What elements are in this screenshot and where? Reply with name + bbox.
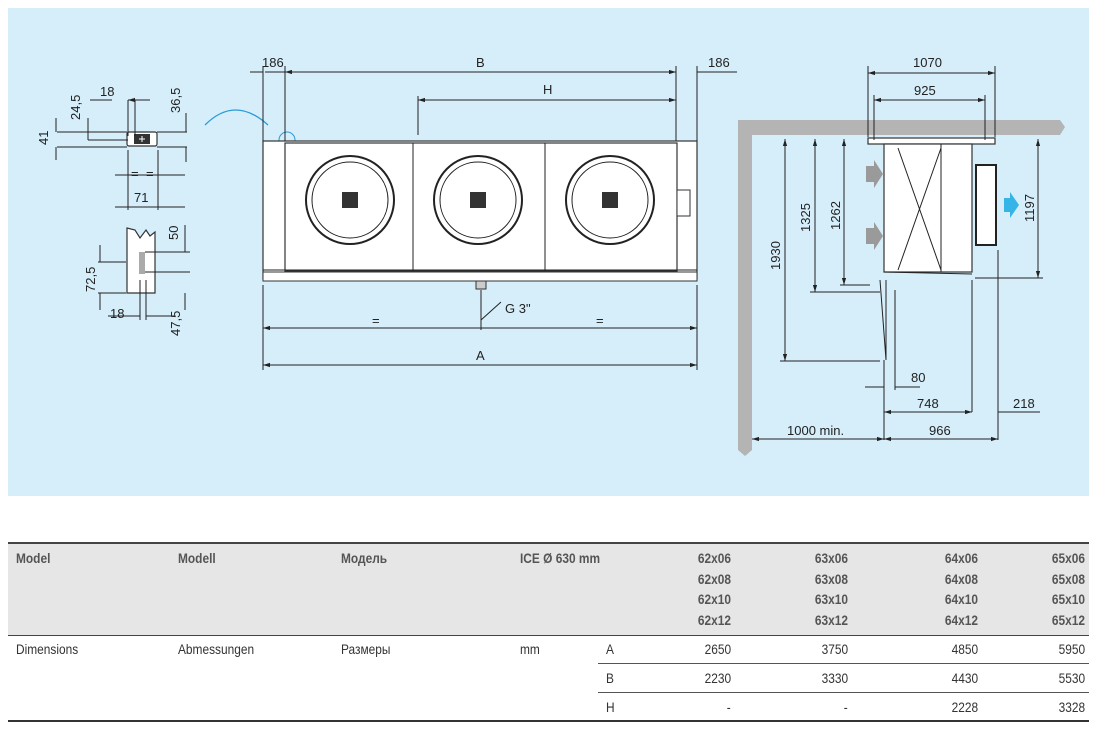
svg-text:71: 71 [134,190,148,205]
svg-text:1000 min.: 1000 min. [787,423,844,438]
airflow-in-arrow [866,160,883,188]
header-model-ru: Модель [341,550,388,566]
svg-text:1070: 1070 [913,55,942,70]
svg-text:=: = [596,313,604,328]
dimension-value: 2650 [704,641,731,657]
svg-text:1262: 1262 [828,201,843,230]
model-code: 63x08 [814,570,848,587]
dimension-value: 4850 [951,641,978,657]
svg-text:925: 925 [914,83,936,98]
svg-text:1325: 1325 [798,203,813,232]
svg-text:A: A [476,348,485,363]
svg-text:748: 748 [917,396,939,411]
svg-text:1930: 1930 [768,241,783,270]
front-dimensions: 186 B 186 H G 3" = = A [250,55,737,370]
svg-text:218: 218 [1013,396,1035,411]
dimension-key: A [606,641,614,657]
model-code: 65x06 [1051,550,1085,566]
svg-text:47,5: 47,5 [168,311,183,336]
dimension-value: 4430 [951,670,978,686]
svg-text:18: 18 [110,306,124,321]
airflow-out-arrow [1004,192,1019,218]
technical-drawing: 18 24,5 36,5 41 = = 71 50 72,5 18 47,5 18… [36,55,1065,456]
model-code: 63x12 [814,611,848,628]
row-label-de: Abmessungen [178,641,255,657]
row-unit: mm [520,641,540,657]
dimension-value: 5950 [1058,641,1085,657]
dimension-key: H [606,699,615,715]
model-code: 62x12 [697,611,731,628]
model-code: 62x06 [697,550,731,566]
svg-text:H: H [543,82,552,97]
airflow-in-arrow [866,222,883,250]
dimension-key: B [606,670,614,686]
svg-text:24,5: 24,5 [68,95,83,120]
svg-text:B: B [476,55,485,70]
svg-text:186: 186 [262,55,284,70]
dimension-value: 3330 [821,670,848,686]
header-model-de: Modell [178,550,216,566]
model-code: 63x06 [814,550,848,566]
model-code: 62x10 [697,591,731,607]
dimension-value: 3750 [821,641,848,657]
dimension-value: 3328 [1058,699,1085,715]
svg-text:41: 41 [36,131,51,145]
svg-text:G 3": G 3" [505,301,531,316]
model-code: 65x12 [1051,611,1085,628]
row-label-ru: Размеры [341,641,391,657]
model-code: 63x10 [814,591,848,607]
model-code: 64x06 [944,550,978,566]
dimension-value: 5530 [1058,670,1085,686]
model-code: 64x10 [944,591,978,607]
svg-text:80: 80 [911,370,925,385]
unit-side-view [866,137,1019,361]
svg-text:50: 50 [166,226,181,240]
side-dimensions: 1070 925 1930 1325 1262 1197 80 748 218 … [752,55,1043,442]
detail-callout-arrow [204,109,269,126]
model-code: 64x08 [944,570,978,587]
svg-text:=: = [372,313,380,328]
header-model-en: Model [16,550,51,566]
svg-text:72,5: 72,5 [83,267,98,292]
bracket-detail-top: 18 24,5 36,5 41 = = 71 [36,84,187,210]
model-code: 65x10 [1051,591,1085,607]
header-series: ICE Ø 630 mm [520,550,601,566]
dimension-value: 2228 [951,699,978,715]
model-code: 64x12 [944,611,978,628]
svg-text:36,5: 36,5 [168,88,183,113]
row-label-en: Dimensions [16,641,79,657]
dimension-value: - [844,699,848,715]
svg-text:=: = [146,166,154,181]
svg-text:1197: 1197 [1022,194,1037,222]
svg-text:=: = [131,166,139,181]
table-header [8,542,1089,636]
dimension-value: 2230 [704,670,731,686]
dimension-value: - [727,699,731,715]
model-code: 65x08 [1051,570,1085,587]
svg-text:186: 186 [708,55,730,70]
bracket-detail-side: 50 72,5 18 47,5 [83,225,190,336]
svg-text:966: 966 [929,423,951,438]
unit-front-view [262,140,698,290]
model-code: 62x08 [697,570,731,587]
svg-text:18: 18 [100,84,114,99]
